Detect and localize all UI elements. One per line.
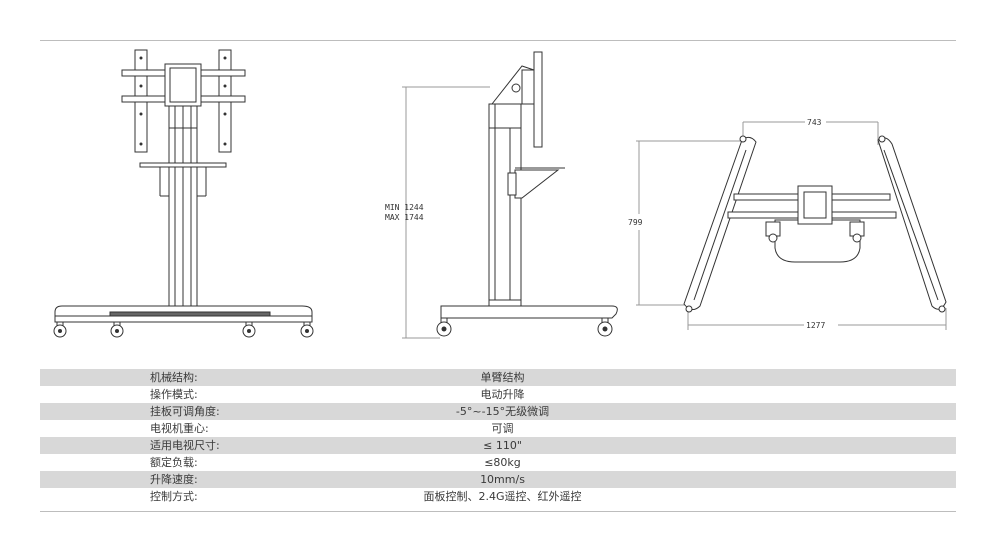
technical-drawings: MIN 1244 MAX 1744 743 799 1277 xyxy=(53,49,947,339)
spec-value: ≤ 110" xyxy=(483,439,522,452)
spec-row: 电视机重心: 可调 xyxy=(40,420,956,437)
spec-label: 挂板可调角度: xyxy=(150,405,220,418)
spec-label: 额定负载: xyxy=(150,456,198,469)
side-view-drawing xyxy=(402,51,618,339)
spec-row: 适用电视尺寸: ≤ 110" xyxy=(40,437,956,454)
dim-depth-label: 799 xyxy=(628,218,643,227)
dim-base-width-label: 1277 xyxy=(806,321,825,330)
bottom-divider xyxy=(40,511,956,512)
spec-label: 电视机重心: xyxy=(150,422,209,435)
spec-value: ≤80kg xyxy=(484,456,521,469)
spec-label: 控制方式: xyxy=(150,490,198,503)
spec-label: 适用电视尺寸: xyxy=(150,439,220,452)
spec-label: 机械结构: xyxy=(150,371,198,384)
front-view-drawing xyxy=(53,49,314,338)
spec-label: 操作模式: xyxy=(150,388,198,401)
spec-value: 10mm/s xyxy=(480,473,525,486)
spec-row: 额定负载: ≤80kg xyxy=(40,454,956,471)
spec-table: 机械结构: 单臂结构 操作模式: 电动升降 挂板可调角度: -5°~-15°无级… xyxy=(40,369,956,505)
dim-height-min-label: MIN 1244 xyxy=(385,203,424,212)
dim-top-width-label: 743 xyxy=(807,118,822,127)
spec-row: 升降速度: 10mm/s xyxy=(40,471,956,488)
spec-row: 操作模式: 电动升降 xyxy=(40,386,956,403)
spec-value: 单臂结构 xyxy=(480,371,525,384)
top-view-drawing xyxy=(636,121,947,330)
spec-label: 升降速度: xyxy=(150,473,198,486)
spec-row: 控制方式: 面板控制、2.4G遥控、红外遥控 xyxy=(40,488,956,505)
top-divider xyxy=(40,40,956,41)
spec-row: 机械结构: 单臂结构 xyxy=(40,369,956,386)
spec-value: 可调 xyxy=(491,422,514,435)
dim-height-max-label: MAX 1744 xyxy=(385,213,424,222)
spec-value: 面板控制、2.4G遥控、红外遥控 xyxy=(423,490,582,503)
spec-value: -5°~-15°无级微调 xyxy=(455,405,550,418)
spec-row: 挂板可调角度: -5°~-15°无级微调 xyxy=(40,403,956,420)
spec-value: 电动升降 xyxy=(480,388,525,401)
